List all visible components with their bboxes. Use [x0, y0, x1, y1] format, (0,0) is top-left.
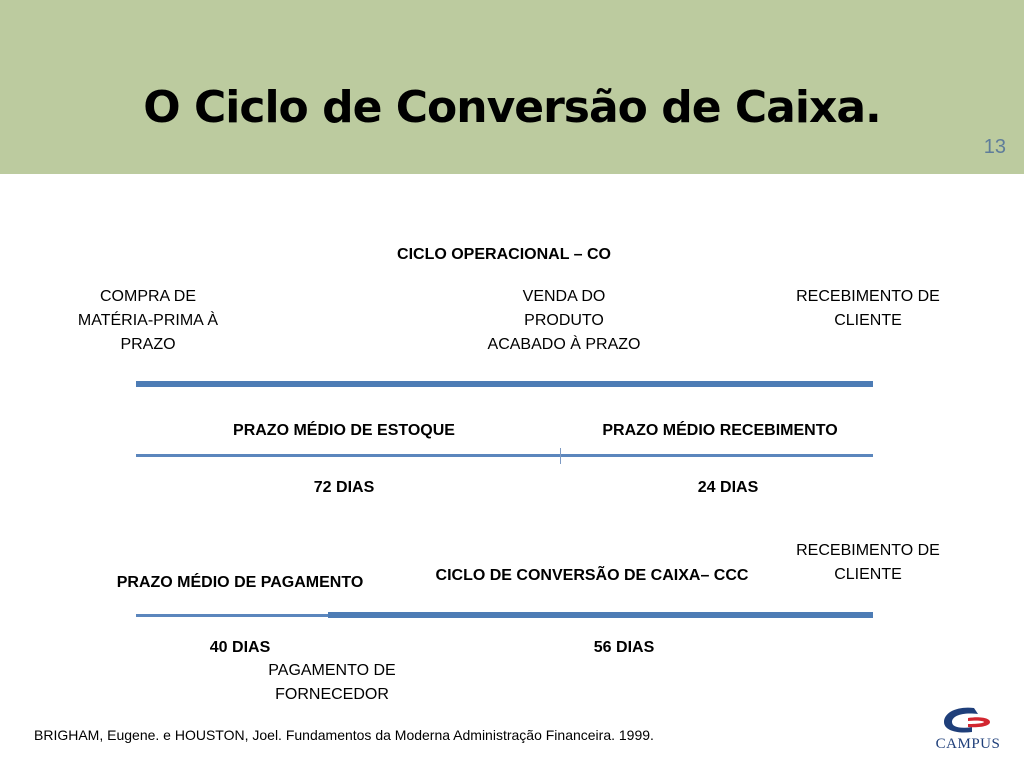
- receipt-bottom-line-2: CLIENTE: [834, 566, 902, 583]
- inventory-days: 72 DIAS: [313, 479, 375, 496]
- ccc-line: [328, 612, 873, 618]
- payment-line-2: FORNECEDOR: [275, 686, 389, 703]
- payables-period-line: [136, 614, 330, 617]
- receivables-days: 24 DIAS: [697, 479, 759, 496]
- receipt-top-line-1: RECEBIMENTO DE: [796, 288, 940, 305]
- purchase-line-1: COMPRA DE: [99, 288, 196, 305]
- sale-divider-tick: [560, 448, 561, 464]
- sale-event-label: VENDA DO PRODUTO ACABADO À PRAZO: [464, 285, 664, 357]
- slide-title: O Ciclo de Conversão de Caixa.: [143, 82, 881, 133]
- payment-line-1: PAGAMENTO DE: [268, 662, 396, 679]
- page-number: 13: [983, 136, 1006, 158]
- receipt-top-line-2: CLIENTE: [834, 312, 902, 329]
- payment-event-label: PAGAMENTO DE FORNECEDOR: [232, 659, 432, 707]
- receipt-bottom-line-1: RECEBIMENTO DE: [796, 542, 940, 559]
- ccc-days: 56 DIAS: [593, 639, 655, 656]
- receipt-event-label-bottom: RECEBIMENTO DE CLIENTE: [768, 539, 968, 587]
- ccc-label: CICLO DE CONVERSÃO DE CAIXA– CCC: [435, 567, 749, 584]
- receipt-event-label-top: RECEBIMENTO DE CLIENTE: [768, 285, 968, 333]
- periods-line: [136, 454, 873, 457]
- campus-logo-text: CAMPUS: [935, 736, 1001, 752]
- sale-line-1: VENDA DO: [522, 288, 606, 305]
- sale-line-3: ACABADO À PRAZO: [487, 336, 641, 353]
- purchase-event-label: COMPRA DE MATÉRIA-PRIMA À PRAZO: [48, 285, 248, 357]
- title-banner: [0, 0, 1024, 174]
- inventory-period-label: PRAZO MÉDIO DE ESTOQUE: [233, 422, 455, 439]
- purchase-line-2: MATÉRIA-PRIMA À: [77, 312, 219, 329]
- campus-logo-icon: [944, 707, 990, 733]
- operating-cycle-line: [136, 381, 873, 387]
- sale-line-2: PRODUTO: [524, 312, 604, 329]
- purchase-line-3: PRAZO: [120, 336, 176, 353]
- operating-cycle-label: CICLO OPERACIONAL – CO: [397, 246, 611, 263]
- receivables-period-label: PRAZO MÉDIO RECEBIMENTO: [602, 422, 838, 439]
- citation-footer: BRIGHAM, Eugene. e HOUSTON, Joel. Fundam…: [34, 727, 654, 743]
- payables-days: 40 DIAS: [209, 639, 271, 656]
- payables-period-label: PRAZO MÉDIO DE PAGAMENTO: [116, 574, 364, 591]
